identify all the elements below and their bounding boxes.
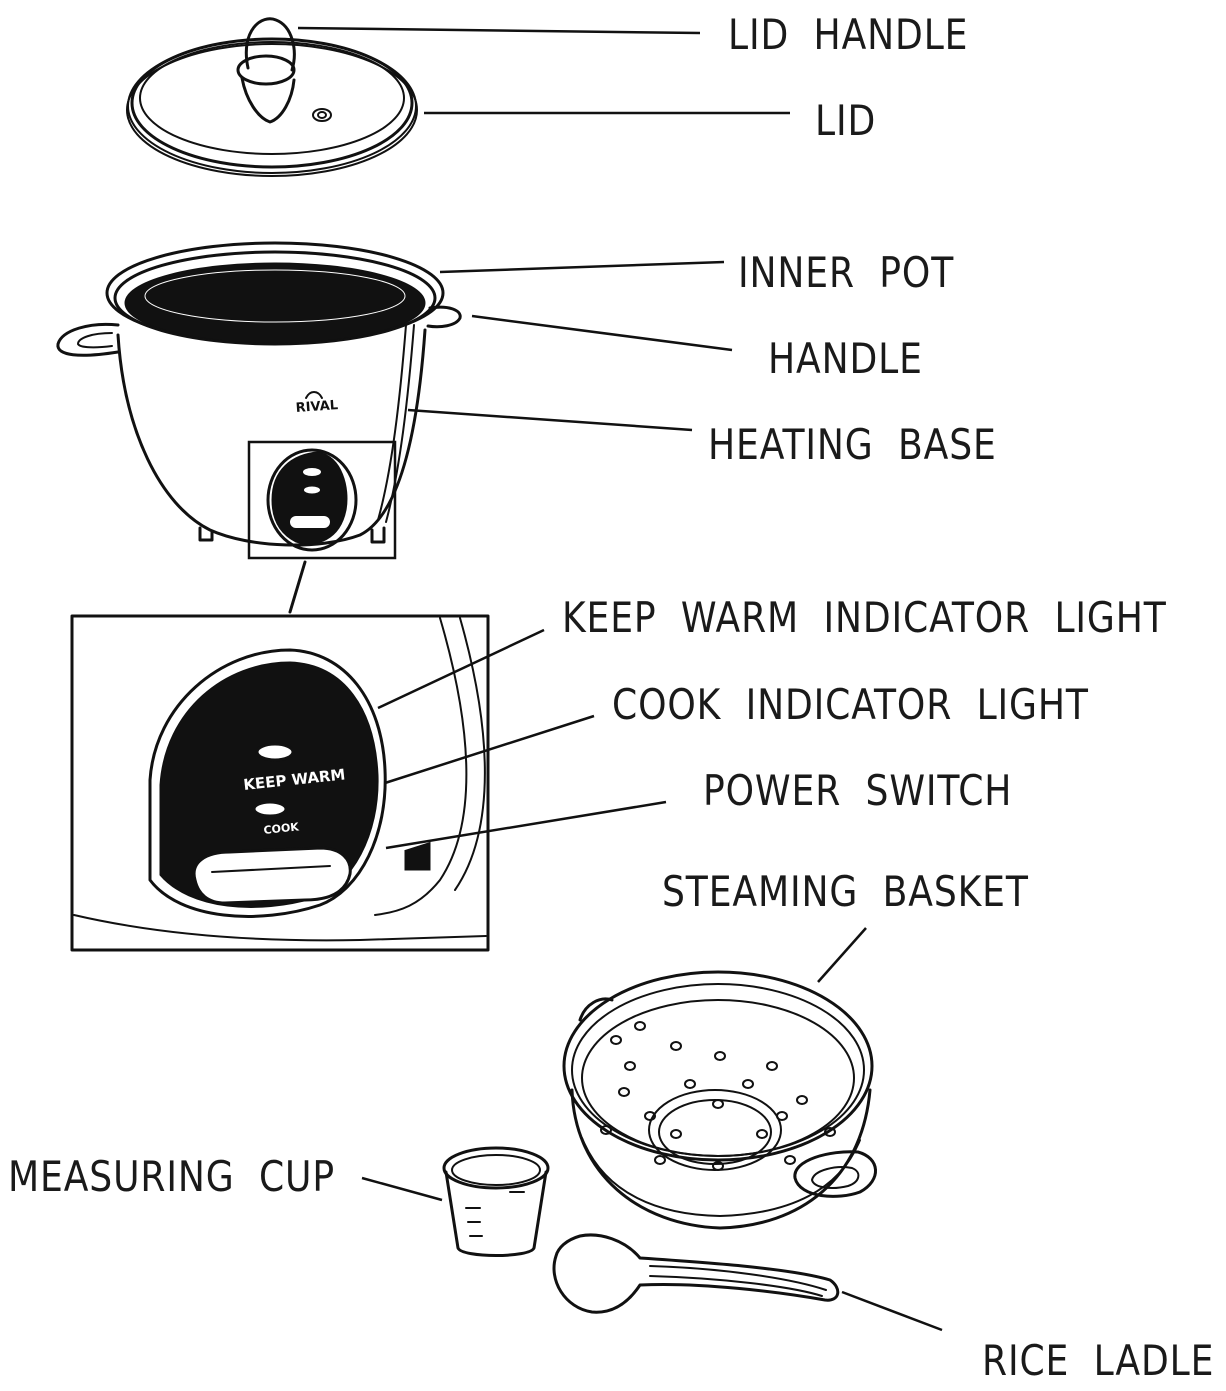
cook-panel-text: COOK [263, 820, 300, 837]
zoom-connector [288, 560, 307, 614]
rice-ladle-illustration [552, 1233, 840, 1314]
lid-handle-illustration [236, 17, 296, 124]
label-heating-base: HEATING BASE [708, 420, 997, 469]
inner-pot-illustration [105, 241, 445, 346]
steaming-basket-illustration [562, 970, 877, 1230]
handle-illustration [56, 305, 462, 357]
label-power-switch: POWER SWITCH [703, 766, 1013, 815]
label-cook-indicator-light: COOK INDICATOR LIGHT [612, 680, 1089, 729]
label-keep-warm-indicator-light: KEEP WARM INDICATOR LIGHT [562, 593, 1167, 642]
label-inner-pot: INNER POT [738, 248, 955, 297]
label-lid: LID [815, 96, 877, 145]
zoomed-control-panel: KEEP WARM COOK [70, 614, 490, 952]
label-measuring-cup: MEASURING CUP [8, 1152, 335, 1201]
label-handle: HANDLE [768, 334, 923, 383]
brand-logo: RIVAL [295, 398, 338, 416]
label-rice-ladle: RICE LADLE [982, 1336, 1215, 1385]
zoom-frame-small [247, 440, 397, 560]
zoom-frame-large [70, 614, 490, 952]
control-panel-small [266, 448, 358, 552]
lid-illustration [126, 37, 418, 177]
heating-base-illustration: RIVAL [116, 324, 427, 547]
leader-lines [297, 26, 943, 1332]
measuring-cup-illustration [442, 1146, 550, 1257]
label-steaming-basket: STEAMING BASKET [662, 867, 1029, 916]
label-lid-handle: LID HANDLE [728, 10, 969, 59]
